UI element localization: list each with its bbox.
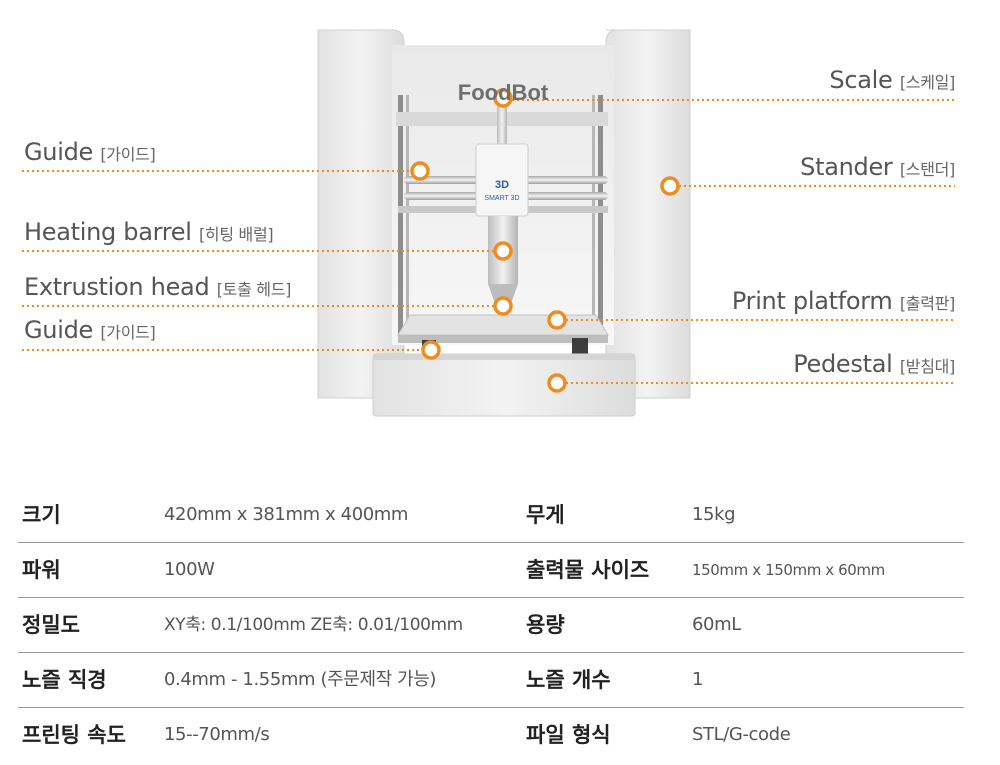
marker-extrusion-head (493, 296, 513, 316)
spec-value: 150mm x 150mm x 60mm (692, 561, 885, 579)
spec-row: 정밀도 XY축: 0.1/100mm ZE축: 0.01/100mm 용량 60… (18, 598, 964, 653)
callout-en: Pedestal (793, 350, 893, 378)
platform-slot (572, 338, 588, 354)
callout-print-platform: Print platform [출력판] (732, 287, 955, 315)
center-rod (497, 100, 507, 150)
callout-ko: [받침대] (899, 357, 955, 376)
callout-ko: [스탠더] (899, 160, 955, 179)
badge-text: SMART 3D (484, 195, 519, 202)
platform-edge (398, 335, 608, 343)
spec-value: 100W (164, 559, 215, 580)
spec-key: 파워 (22, 558, 61, 582)
spec-value: 0.4mm - 1.55mm (주문제작 가능) (164, 669, 437, 690)
spec-value: STL/G-code (692, 724, 791, 745)
spec-value: 420mm x 381mm x 400mm (164, 504, 409, 525)
callout-en: Print platform (731, 287, 893, 315)
printer-diagram: FoodBot 3D SMART 3D (22, 29, 955, 417)
spec-key: 노즐 직경 (22, 668, 107, 692)
callout-extrusion-head: Extrustion head [토출 헤드] (24, 273, 291, 301)
marker-pedestal (547, 373, 567, 393)
marker-print-platform (547, 310, 567, 330)
spec-table: 크기 420mm x 381mm x 400mm 무게 15kg 파워 100W… (18, 488, 964, 762)
marker-stander (660, 176, 680, 196)
callout-ko: [가이드] (100, 323, 156, 342)
spec-row: 파워 100W 출력물 사이즈 150mm x 150mm x 60mm (18, 543, 964, 598)
callout-en: Scale (829, 66, 893, 94)
marker-guide-lower (421, 340, 441, 360)
marker-scale (493, 88, 513, 108)
marker-guide-upper (410, 161, 430, 181)
callout-heating-barrel: Heating barrel [히팅 배럴] (24, 218, 274, 246)
callout-ko: [스케일] (899, 73, 955, 92)
callout-ko: [출력판] (899, 294, 955, 313)
spec-row: 프린팅 속도 15--70mm/s 파일 형식 STL/G-code (18, 708, 964, 762)
frame-rod (398, 95, 403, 335)
callout-ko: [토출 헤드] (216, 280, 292, 299)
marker-heating-barrel (493, 241, 513, 261)
spec-key: 무게 (526, 503, 565, 527)
spec-value: XY축: 0.1/100mm ZE축: 0.01/100mm (164, 615, 463, 635)
callout-en: Guide (24, 138, 93, 166)
callout-ko: [가이드] (100, 145, 156, 164)
callout-en: Extrustion head (24, 273, 210, 301)
callout-pedestal: Pedestal [받침대] (793, 350, 955, 378)
frame-rod (406, 95, 409, 335)
spec-key: 출력물 사이즈 (526, 558, 650, 582)
print-platform (397, 314, 609, 336)
pedestal (372, 353, 636, 417)
callout-guide-upper: Guide [가이드] (24, 138, 156, 166)
callout-en: Stander (800, 153, 893, 181)
callout-guide-lower: Guide [가이드] (24, 316, 156, 344)
spec-row: 크기 420mm x 381mm x 400mm 무게 15kg (18, 488, 964, 543)
callout-stander: Stander [스탠더] (800, 153, 955, 181)
spec-key: 정밀도 (22, 613, 80, 637)
badge-mark: 3D (495, 179, 509, 191)
brand-logo: FoodBot (458, 80, 549, 105)
stander-right (605, 29, 691, 399)
spec-key: 프린팅 속도 (22, 723, 126, 747)
spec-row: 노즐 직경 0.4mm - 1.55mm (주문제작 가능) 노즐 개수 1 (18, 653, 964, 708)
callout-en: Heating barrel (24, 218, 192, 246)
callout-scale: Scale [스케일] (829, 66, 955, 94)
callout-ko: [히팅 배럴] (198, 225, 274, 244)
spec-value: 60mL (692, 614, 741, 635)
spec-value: 15kg (692, 504, 736, 525)
frame-rod (598, 95, 603, 335)
spec-key: 용량 (526, 613, 565, 637)
spec-key: 노즐 개수 (526, 668, 611, 692)
spec-key: 크기 (22, 503, 61, 527)
spec-value: 1 (692, 669, 704, 690)
stander-left (317, 29, 405, 399)
callout-en: Guide (24, 316, 93, 344)
frame-rod (592, 95, 595, 335)
spec-value: 15--70mm/s (164, 724, 270, 745)
spec-key: 파일 형식 (526, 723, 611, 747)
pedestal-shadow (373, 354, 635, 360)
